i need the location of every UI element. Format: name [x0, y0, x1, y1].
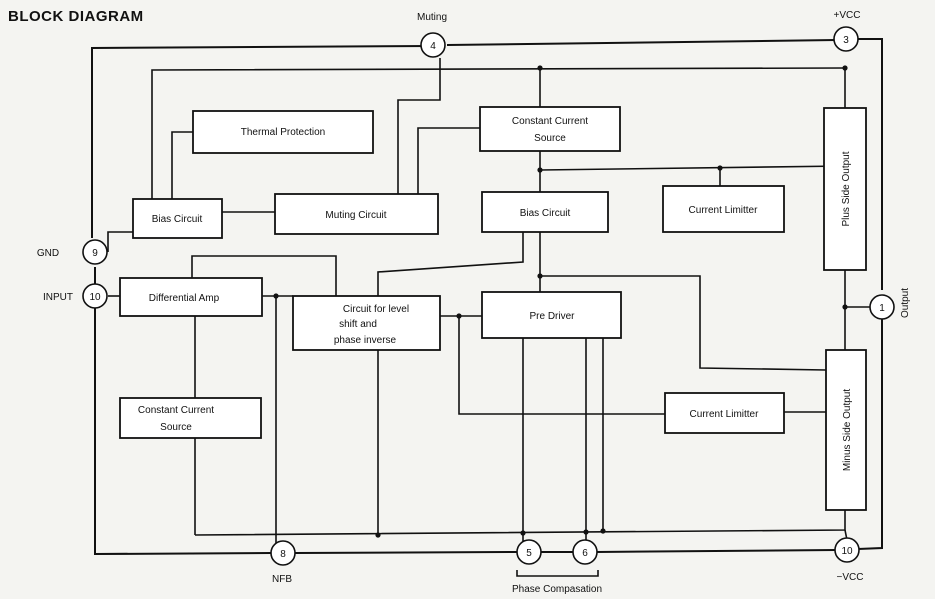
pin-number: 3	[843, 35, 849, 46]
block-label: Bias Circuit	[520, 208, 571, 219]
block-label: Differential Amp	[149, 293, 220, 304]
pin-output: 1 Output	[869, 288, 911, 320]
block-bias-circuit-center: Bias Circuit	[481, 191, 609, 233]
block-label: Thermal Protection	[241, 127, 325, 138]
pin-phase-6: 6	[572, 539, 598, 565]
pin-label: +VCC	[834, 10, 861, 21]
block-label: shift and	[339, 319, 377, 330]
pin-gnd: 9 GND	[37, 239, 108, 265]
pin-label: Muting	[417, 12, 447, 23]
block-constant-current-source-top: Constant Current Source	[479, 106, 621, 152]
pin-number: 4	[430, 41, 436, 52]
block-label: Source	[534, 133, 566, 144]
block-label: Source	[160, 422, 192, 433]
block-label: Circuit for level	[343, 304, 409, 315]
outer-frame	[91, 38, 883, 556]
block-current-limitter-top: Current Limitter	[662, 185, 785, 233]
pin-nfb: 8 NFB	[270, 540, 296, 585]
block-differential-amp: Differential Amp	[119, 277, 263, 317]
block-pre-driver: Pre Driver	[481, 291, 622, 339]
block-label: Bias Circuit	[152, 214, 203, 225]
pin-muting: 4 Muting	[417, 12, 447, 58]
pin-number: 5	[526, 548, 532, 559]
block-level-shift-phase-inverse: Circuit for level shift and phase invers…	[292, 295, 441, 351]
block-label: Constant Current	[138, 405, 214, 416]
block-label: Muting Circuit	[325, 210, 386, 221]
block-thermal-protection: Thermal Protection	[192, 110, 374, 154]
diagram-title: BLOCK DIAGRAM	[8, 8, 144, 25]
pin-phase-5: 5	[516, 539, 542, 565]
phase-compensation-label: Phase Compasation	[512, 584, 602, 595]
block-bias-circuit-left: Bias Circuit	[132, 198, 223, 239]
pin-number: 10	[841, 546, 853, 557]
block-label: Minus Side Output	[842, 389, 853, 471]
pin-label: GND	[37, 248, 59, 259]
pin-number: 10	[89, 292, 101, 303]
pin-number: 1	[879, 303, 885, 314]
block-label: Plus Side Output	[841, 151, 852, 226]
junction-dots	[273, 65, 848, 538]
block-label: Constant Current	[512, 116, 588, 127]
pin-label: NFB	[272, 574, 292, 585]
block-current-limitter-bottom: Current Limitter	[664, 392, 785, 434]
block-muting-circuit: Muting Circuit	[274, 193, 439, 235]
connection-wires	[107, 58, 870, 546]
pin-number: 8	[280, 549, 286, 560]
block-label: Pre Driver	[529, 311, 575, 322]
block-minus-side-output: Minus Side Output	[825, 349, 867, 511]
pin-label: Output	[900, 288, 911, 318]
pin-number: 6	[582, 548, 588, 559]
pin-vcc-minus: 10 −VCC	[834, 537, 864, 583]
block-plus-side-output: Plus Side Output	[823, 107, 867, 271]
pin-number: 9	[92, 248, 98, 259]
block-constant-current-source-bottom: Constant Current Source	[119, 397, 262, 439]
block-label: phase inverse	[334, 335, 397, 346]
pin-input: 10 INPUT	[43, 283, 108, 309]
phase-compensation-bracket: Phase Compasation	[512, 570, 602, 595]
pin-label: −VCC	[837, 572, 864, 583]
block-label: Current Limitter	[689, 205, 759, 216]
pin-label: INPUT	[43, 292, 73, 303]
block-label: Current Limitter	[690, 409, 760, 420]
pin-vcc-plus: 3 +VCC	[833, 10, 861, 52]
